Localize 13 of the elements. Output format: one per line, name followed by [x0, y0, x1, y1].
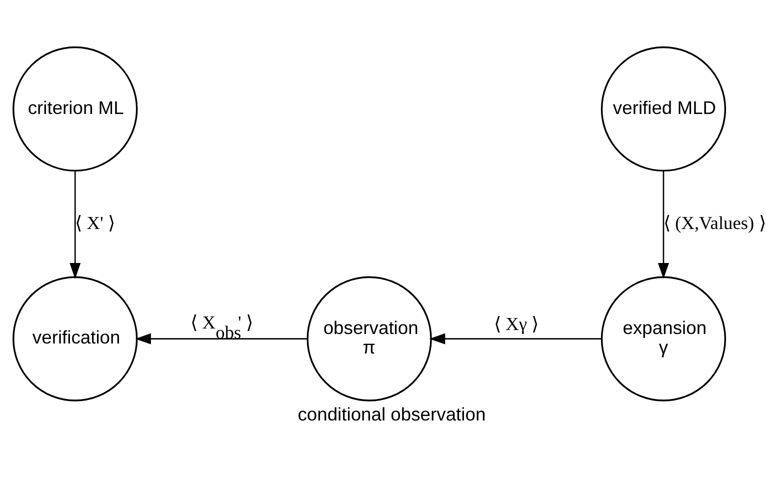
node-circle: verification: [12, 276, 138, 402]
edge-label: ⟨ Xγ ⟩: [494, 314, 539, 334]
arrow: [135, 333, 308, 344]
arrow: [429, 333, 602, 344]
edge-label: ⟨ X' ⟩: [75, 212, 115, 233]
node-circle: verified MLD: [600, 46, 726, 172]
arrow: [658, 171, 670, 279]
node-circle: observation π: [306, 276, 432, 402]
node-circle: expansion γ: [600, 276, 726, 402]
arrow: [70, 171, 81, 279]
edge-label: ⟨ (X,Values) ⟩: [663, 212, 766, 233]
caption: conditional observation: [298, 404, 486, 425]
node-circle: criterion ML: [12, 46, 138, 172]
